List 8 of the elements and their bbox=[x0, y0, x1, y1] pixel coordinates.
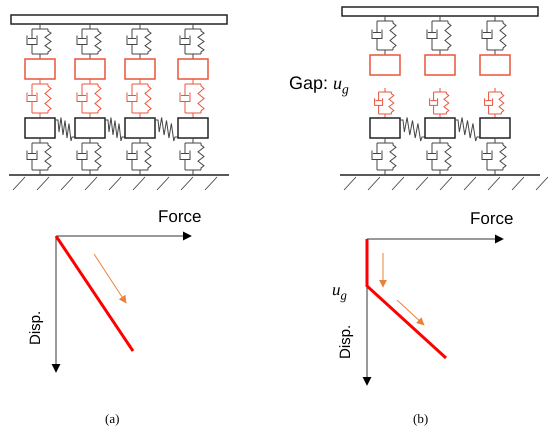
axis-label: Force bbox=[158, 208, 202, 225]
panel-label: (a) bbox=[105, 412, 120, 425]
gap-label: Gap: u$_{g}$ bbox=[289, 74, 349, 96]
axis-label: Disp. bbox=[338, 324, 353, 359]
axis-label: Force bbox=[470, 210, 514, 227]
panel-label: (b) bbox=[413, 412, 428, 425]
axis-label: Disp. bbox=[28, 310, 43, 345]
gap-displacement-label: u$_{g}$ bbox=[332, 281, 347, 302]
